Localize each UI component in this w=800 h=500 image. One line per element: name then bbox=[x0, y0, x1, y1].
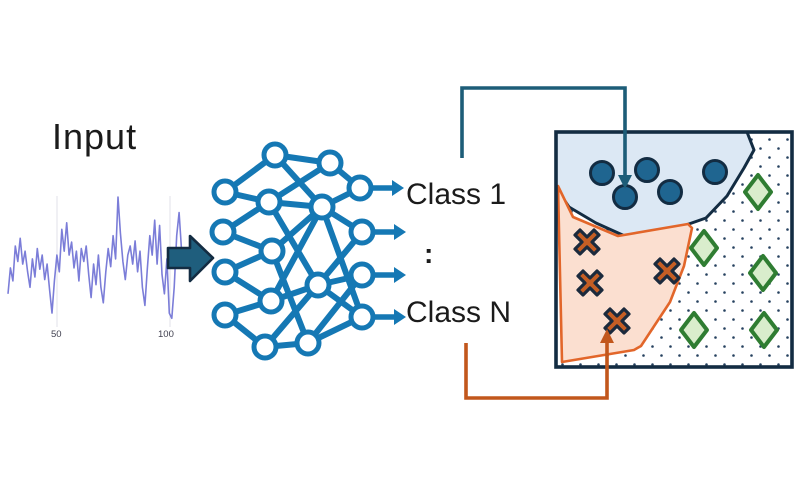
block-arrow-shape bbox=[166, 234, 215, 283]
x-tick-100: 100 bbox=[158, 329, 174, 340]
network-nodes bbox=[209, 141, 376, 361]
classn-cross-marker bbox=[603, 307, 631, 335]
scatter-markers bbox=[573, 157, 779, 349]
x-tick-50: 50 bbox=[51, 329, 62, 340]
other-class-diamond-marker bbox=[749, 311, 779, 349]
neural-network-graphic bbox=[209, 141, 406, 361]
decision-region-panel bbox=[554, 130, 794, 369]
class1-dot-marker bbox=[612, 184, 638, 210]
network-edges bbox=[220, 152, 365, 350]
class-1-label: Class 1 bbox=[406, 178, 507, 211]
input-signal-chart: 50 100 bbox=[7, 196, 185, 340]
other-class-diamond-marker bbox=[743, 173, 773, 211]
panel-border bbox=[554, 130, 794, 369]
classn-cross-marker bbox=[653, 257, 681, 285]
class-ellipsis: : bbox=[424, 238, 434, 269]
class1-dot-marker bbox=[657, 179, 683, 205]
classn-region bbox=[556, 184, 694, 364]
class1-dot-marker bbox=[589, 160, 615, 186]
signal-polyline bbox=[7, 196, 185, 320]
class1-dot-marker bbox=[634, 157, 660, 183]
other-class-diamond-marker bbox=[689, 229, 719, 267]
other-class-diamond-marker bbox=[679, 311, 709, 349]
class-n-label: Class N bbox=[406, 296, 512, 329]
input-title: Input bbox=[52, 116, 138, 157]
network-output-arrows bbox=[371, 180, 406, 325]
other-class-diamond-marker bbox=[748, 254, 778, 292]
classn-cross-marker bbox=[573, 228, 601, 256]
input-to-network-arrow-icon bbox=[166, 234, 215, 283]
class1-dot-marker bbox=[702, 159, 728, 185]
classn-cross-marker bbox=[576, 269, 604, 297]
